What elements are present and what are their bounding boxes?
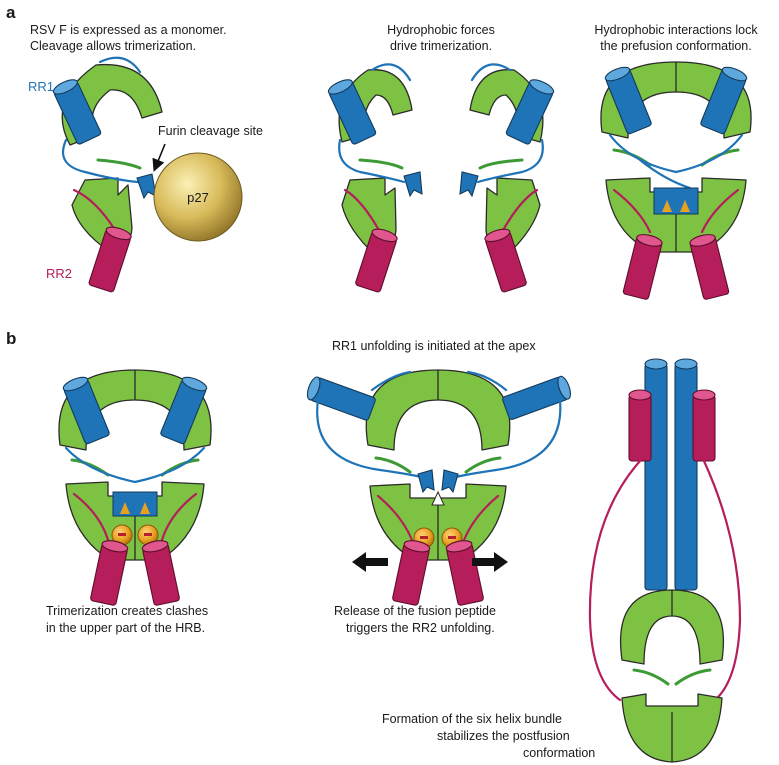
panel-a-letter: a [6,3,16,22]
panel-a-step1-caption-line2: Cleavage allows trimerization. [30,39,196,53]
furin-cleavage-label: Furin cleavage site [158,124,263,138]
panel-a-prefusion-trimer [601,62,751,300]
panel-b-step3-caption-line3: conformation [523,746,595,760]
panel-b-step2-caption-line1: Release of the fusion peptide [334,604,496,618]
p27-label: p27 [187,190,209,205]
rr1-label: RR1 [28,79,54,94]
panel-b-step3-caption-line2: stabilizes the postfusion [437,729,570,743]
panel-b-rr1-unfolding [305,370,573,606]
furin-arrow-icon [156,144,165,166]
panel-a-step1-caption-line1: RSV F is expressed as a monomer. [30,23,227,37]
panel-b-step1-caption-line2: in the upper part of the HRB. [46,621,205,635]
panel-b-letter: b [6,329,16,348]
left-arrow-icon [352,552,388,572]
panel-a-step2-caption-line1: Hydrophobic forces [387,23,495,37]
panel-a-two-monomers [326,64,555,292]
panel-a-step3-caption-line2: the prefusion conformation. [600,39,751,53]
panel-b-step3-caption-line1: Formation of the six helix bundle [382,712,562,726]
panel-a-monomer: p27 RR1 RR2 Furin cleavage site [28,58,263,293]
panel-a-step3-caption-line1: Hydrophobic interactions lock [594,23,758,37]
panel-b-top-caption: RR1 unfolding is initiated at the apex [332,339,536,353]
panel-a-step2-caption-line2: drive trimerization. [390,39,492,53]
panel-b-postfusion-bundle [590,359,740,762]
panel-b-trimer-clash [59,370,211,606]
rr2-label: RR2 [46,266,72,281]
panel-b-step1-caption-line1: Trimerization creates clashes [46,604,208,618]
panel-b-step2-caption-line2: triggers the RR2 unfolding. [346,621,495,635]
